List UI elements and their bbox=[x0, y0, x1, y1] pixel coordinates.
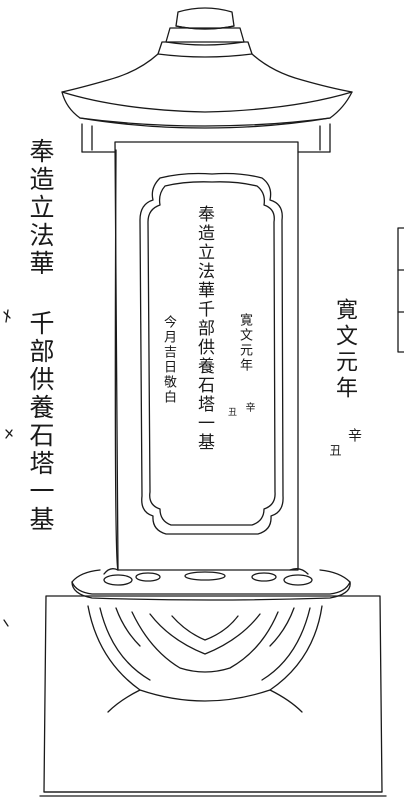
right-zodiac-inscription: 辛 bbox=[346, 428, 362, 443]
panel-year-inscription: 寛文元年 bbox=[237, 313, 252, 373]
roof bbox=[61, 53, 353, 129]
left-main-inscription: 奉造立法華 千部供養石塔一基 bbox=[26, 138, 55, 534]
panel-zodiac-inscription: 辛 bbox=[243, 402, 254, 412]
shaft bbox=[114, 141, 299, 571]
margin-bracket bbox=[397, 227, 404, 353]
neck bbox=[81, 123, 331, 153]
plinth bbox=[39, 595, 387, 797]
right-year-inscription: 寛文元年 bbox=[332, 298, 357, 402]
margin-marks bbox=[3, 309, 13, 627]
inscription-panel bbox=[139, 172, 284, 535]
panel-kan-inscription: 丑 bbox=[226, 407, 236, 416]
panel-date-inscription: 今月吉日敬白 bbox=[161, 315, 176, 405]
panel-main-inscription: 奉造立法華千部供養石塔一基 bbox=[194, 205, 214, 452]
finial bbox=[157, 7, 253, 58]
right-kan-inscription: 丑 bbox=[328, 444, 342, 457]
lotus-base bbox=[71, 568, 351, 601]
